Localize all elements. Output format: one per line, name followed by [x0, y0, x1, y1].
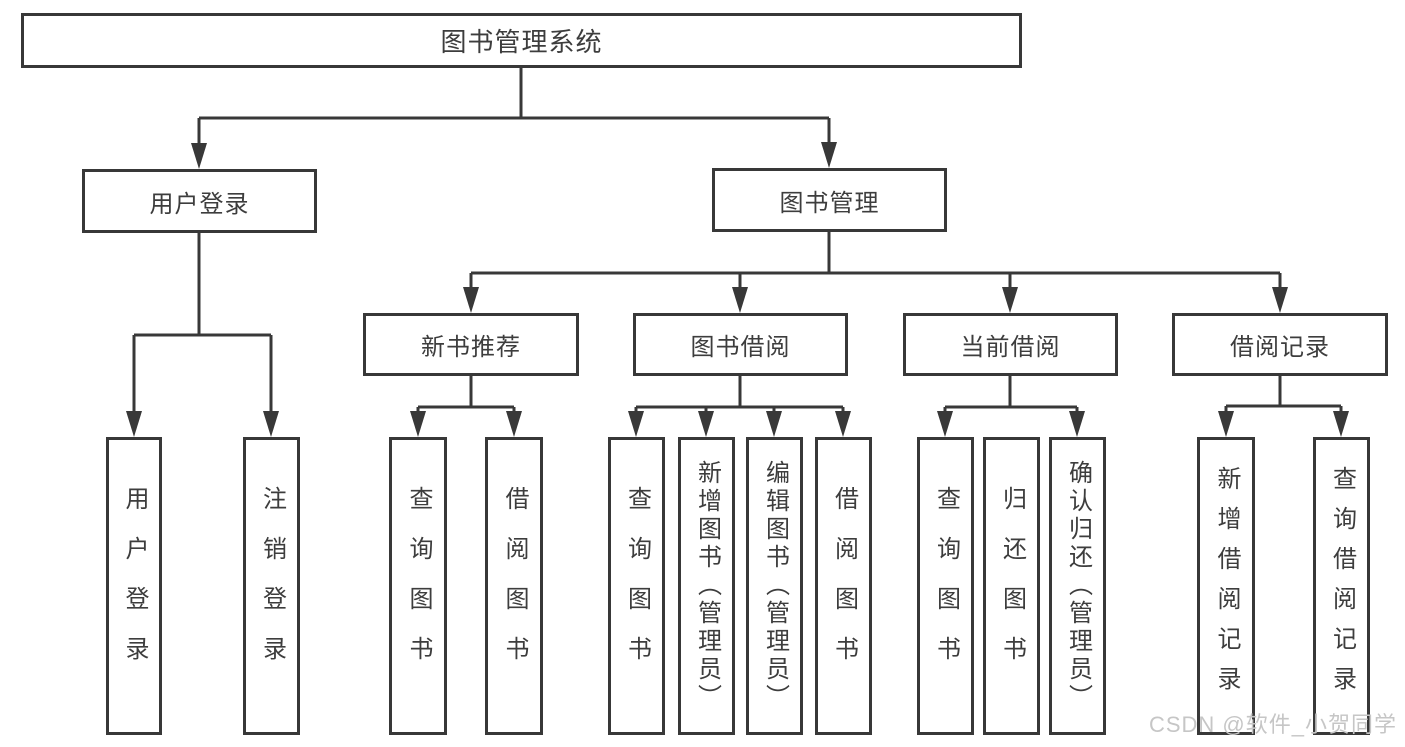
leaf-return-books: 归还图书 — [983, 437, 1040, 735]
node-label: 借阅图书 — [501, 486, 528, 686]
node-current-borrowing: 当前借阅 — [903, 313, 1118, 376]
node-book-management: 图书管理 — [712, 168, 947, 232]
node-borrowing-records: 借阅记录 — [1172, 313, 1388, 376]
node-user-login: 用户登录 — [82, 169, 317, 233]
node-label: 注销登录 — [258, 486, 286, 686]
leaf-query-books-recommend: 查询图书 — [389, 437, 447, 735]
leaf-borrow-books-recommend: 借阅图书 — [485, 437, 543, 735]
node-label: 图书管理系统 — [440, 27, 603, 57]
node-label: 当前借阅 — [960, 334, 1061, 361]
node-label: 借阅记录 — [1230, 334, 1330, 361]
node-label: 确认归还（管理员） — [1064, 460, 1092, 712]
node-label: 用户登录 — [149, 190, 250, 218]
leaf-query-books-borrowing: 查询图书 — [608, 437, 665, 735]
leaf-query-borrow-record: 查询借阅记录 — [1313, 437, 1370, 735]
node-label: 归还图书 — [998, 486, 1026, 686]
node-label: 新增借阅记录 — [1213, 466, 1240, 706]
node-label: 新书推荐 — [421, 334, 521, 361]
node-label: 图书借阅 — [690, 334, 791, 361]
node-book-borrowing: 图书借阅 — [633, 313, 848, 376]
leaf-borrow-books: 借阅图书 — [815, 437, 872, 735]
node-label: 查询借阅记录 — [1328, 466, 1356, 706]
node-library-management-system: 图书管理系统 — [21, 13, 1022, 68]
leaf-edit-books-admin: 编辑图书（管理员） — [746, 437, 803, 735]
node-label: 借阅图书 — [830, 486, 858, 686]
node-label: 用户登录 — [121, 486, 148, 686]
node-label: 查询图书 — [623, 486, 651, 686]
node-label: 新增图书（管理员） — [693, 460, 721, 712]
leaf-add-borrow-record: 新增借阅记录 — [1197, 437, 1255, 735]
leaf-query-books-current: 查询图书 — [917, 437, 974, 735]
leaf-logout: 注销登录 — [243, 437, 300, 735]
node-label: 图书管理 — [779, 189, 880, 217]
node-label: 查询图书 — [405, 486, 432, 686]
leaf-user-login: 用户登录 — [106, 437, 162, 735]
leaf-confirm-return-admin: 确认归还（管理员） — [1049, 437, 1106, 735]
node-new-book-recommendation: 新书推荐 — [363, 313, 579, 376]
node-label: 编辑图书（管理员） — [761, 460, 789, 712]
leaf-add-books-admin: 新增图书（管理员） — [678, 437, 735, 735]
node-label: 查询图书 — [932, 486, 960, 686]
watermark: CSDN @软件_小贺同学 — [1148, 712, 1397, 737]
